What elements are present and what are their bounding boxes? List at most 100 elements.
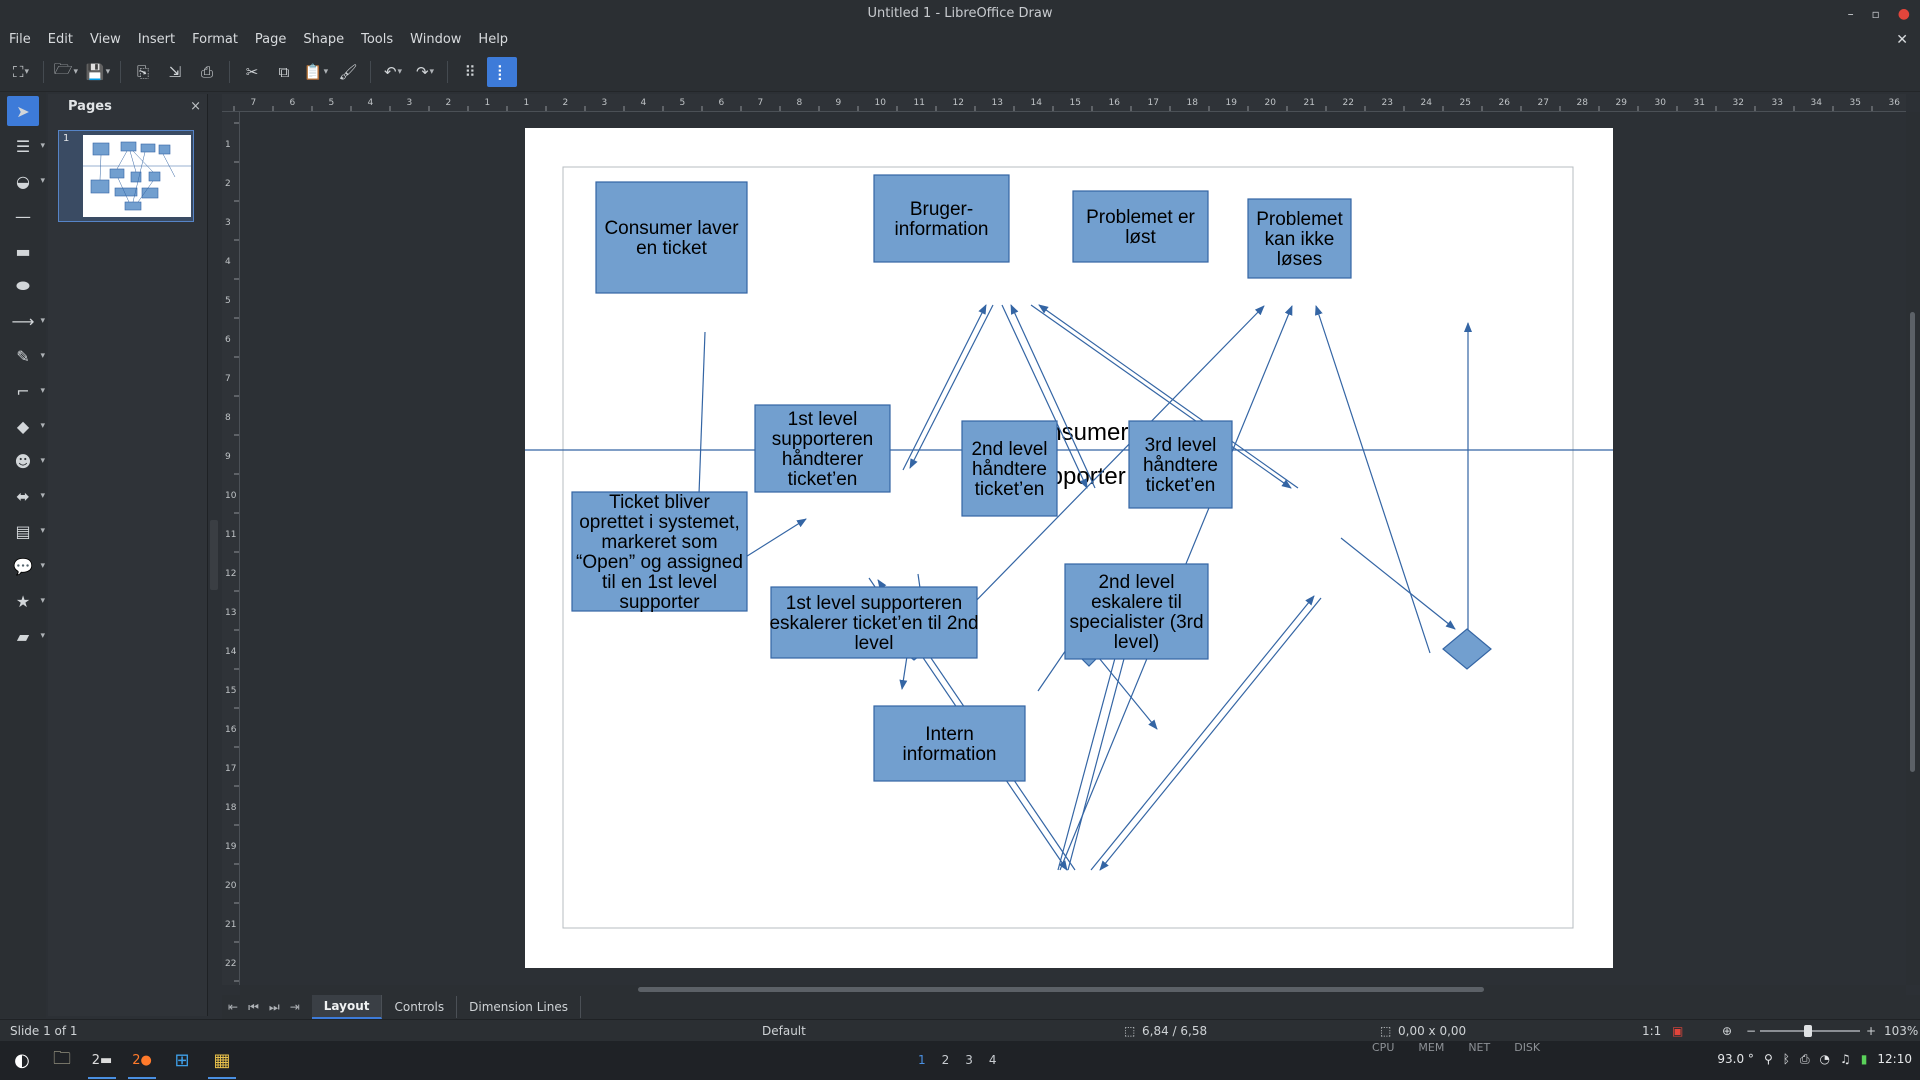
box-bruger-info[interactable]: Bruger-information (873, 174, 1010, 263)
box-first-level-shape[interactable] (754, 404, 891, 493)
rectangle-icon[interactable]: ▬ (15, 241, 31, 261)
copy-icon[interactable]: ⧉ (278, 62, 290, 81)
diamond-shape-icon[interactable]: ◆ (7, 411, 45, 441)
paste-icon[interactable]: 📋 (301, 57, 331, 87)
cut-icon[interactable]: ✂ (245, 62, 259, 81)
box-intern-info-shape[interactable] (873, 705, 1026, 782)
menu-tools[interactable]: Tools (361, 32, 394, 47)
connector-diamond1-to-loest[interactable] (924, 305, 1265, 654)
wifi-icon[interactable]: ◔ (1819, 1052, 1831, 1066)
box-problem-ikke-shape[interactable] (1247, 198, 1352, 279)
open-icon[interactable]: 🗁 (51, 57, 81, 87)
fill-color-icon[interactable]: ◒ (7, 166, 45, 196)
maximize-icon[interactable]: ▫ (1871, 7, 1880, 21)
connector-third-to-diamond3[interactable] (1340, 537, 1456, 630)
flow-diagram[interactable]: Consumer Supporter (525, 128, 1613, 968)
workspace-3[interactable]: 3 (965, 1053, 973, 1067)
callout-icon[interactable]: 💬 (7, 551, 45, 581)
smiley-shape-icon[interactable]: ☻ (7, 446, 45, 476)
connector-bruger-to-first[interactable] (909, 304, 994, 469)
grid-icon[interactable]: ⠿ (464, 62, 476, 81)
arrow-line-icon[interactable]: ⟶ (7, 306, 45, 336)
prev-page-icon[interactable]: ⏮ (248, 999, 259, 1014)
close-window-icon[interactable]: ● (1897, 6, 1910, 22)
libreoffice-draw-icon[interactable]: ▦ (204, 1043, 240, 1079)
page-thumbnail[interactable]: 1 (58, 130, 194, 222)
fit-page-icon[interactable]: ⊕ (1722, 1024, 1733, 1038)
box-bruger-info-shape[interactable] (873, 174, 1010, 263)
app-menu-icon[interactable]: ◐ (14, 1050, 30, 1071)
select-arrow-icon[interactable]: ➤ (7, 96, 39, 126)
printer-icon[interactable]: ⎙ (1799, 1052, 1810, 1066)
zoom-in-icon[interactable]: + (1866, 1024, 1877, 1038)
menu-view[interactable]: View (89, 32, 121, 47)
music-icon[interactable]: ♫ (1840, 1052, 1851, 1066)
box-first-eskalerer-shape[interactable] (770, 586, 978, 659)
connector-third-to-intern[interactable] (1099, 597, 1322, 871)
battery-icon[interactable]: ▮ (1860, 1052, 1868, 1066)
helplines-icon[interactable]: ⡇ (487, 56, 517, 87)
line-icon[interactable]: — (15, 206, 31, 226)
connector-second-to-bruger[interactable] (1010, 304, 1096, 489)
drawing-canvas[interactable]: Consumer Supporter (240, 112, 1906, 985)
menu-page[interactable]: Page (254, 32, 287, 47)
connector-intern-to-third[interactable] (1090, 595, 1315, 871)
scale-ratio[interactable]: 1:1 (1642, 1024, 1662, 1038)
close-document-icon[interactable]: ✕ (1896, 32, 1908, 48)
box-second-level-shape[interactable] (961, 420, 1058, 517)
workspace-1[interactable]: 1 (918, 1053, 926, 1067)
ellipse-icon[interactable]: ⬬ (16, 276, 30, 295)
terminal-icon[interactable]: 2▬ (84, 1043, 120, 1079)
location-icon[interactable]: ⚲ (1763, 1052, 1773, 1066)
box-second-eskalere-shape[interactable] (1064, 563, 1209, 660)
tab-dimension-lines[interactable]: Dimension Lines (457, 996, 581, 1018)
3d-object-icon[interactable]: ▰ (7, 621, 45, 651)
clock[interactable]: 12:10 (1877, 1052, 1912, 1066)
menu-format[interactable]: Format (192, 32, 238, 47)
redo-icon[interactable]: ↷ (410, 57, 440, 87)
box-problem-loest-shape[interactable] (1072, 190, 1209, 263)
workspace-2[interactable]: 2 (941, 1053, 950, 1067)
menu-shape[interactable]: Shape (303, 32, 345, 47)
menu-help[interactable]: Help (478, 32, 509, 47)
undo-icon[interactable]: ↶ (378, 57, 408, 87)
layout-name[interactable]: Default (762, 1024, 806, 1038)
menu-file[interactable]: File (9, 32, 31, 47)
tab-layout[interactable]: Layout (311, 995, 383, 1019)
firefox-icon[interactable]: 2● (124, 1043, 160, 1079)
horizontal-scroll-thumb[interactable] (638, 987, 1484, 992)
star-icon[interactable]: ★ (7, 586, 45, 616)
connector-first-to-bruger[interactable] (902, 304, 987, 471)
menu-window[interactable]: Window (410, 32, 462, 47)
export-pdf-icon[interactable]: ⇲ (168, 62, 182, 81)
panel-collapse-handle[interactable] (210, 520, 218, 590)
menu-edit[interactable]: Edit (47, 32, 73, 47)
zoom-percent[interactable]: 103% (1884, 1024, 1919, 1038)
close-panel-icon[interactable]: × (190, 99, 201, 114)
box-consumer-laver-shape[interactable] (595, 181, 748, 294)
tab-controls[interactable]: Controls (382, 996, 458, 1018)
export-icon[interactable]: ⎘ (136, 62, 149, 81)
minimize-icon[interactable]: – (1847, 7, 1854, 21)
save-icon[interactable]: 💾 (83, 57, 113, 87)
windows-app-icon[interactable]: ⊞ (174, 1050, 190, 1071)
text-icon[interactable]: ☰ (7, 131, 45, 161)
horizontal-scrollbar[interactable] (240, 985, 1906, 995)
curve-icon[interactable]: ✎ (7, 341, 45, 371)
workspace-4[interactable]: 4 (988, 1053, 997, 1067)
connector-diamond2-to-eskalere[interactable] (1098, 657, 1158, 730)
next-page-icon[interactable]: ⏭ (268, 999, 280, 1014)
connector-bruger-to-second[interactable] (1001, 304, 1088, 489)
flowchart-icon[interactable]: ▤ (7, 516, 45, 546)
connector-third-to-bruger[interactable] (1038, 304, 1299, 489)
box-ticket-oprettet-shape[interactable] (571, 491, 748, 612)
